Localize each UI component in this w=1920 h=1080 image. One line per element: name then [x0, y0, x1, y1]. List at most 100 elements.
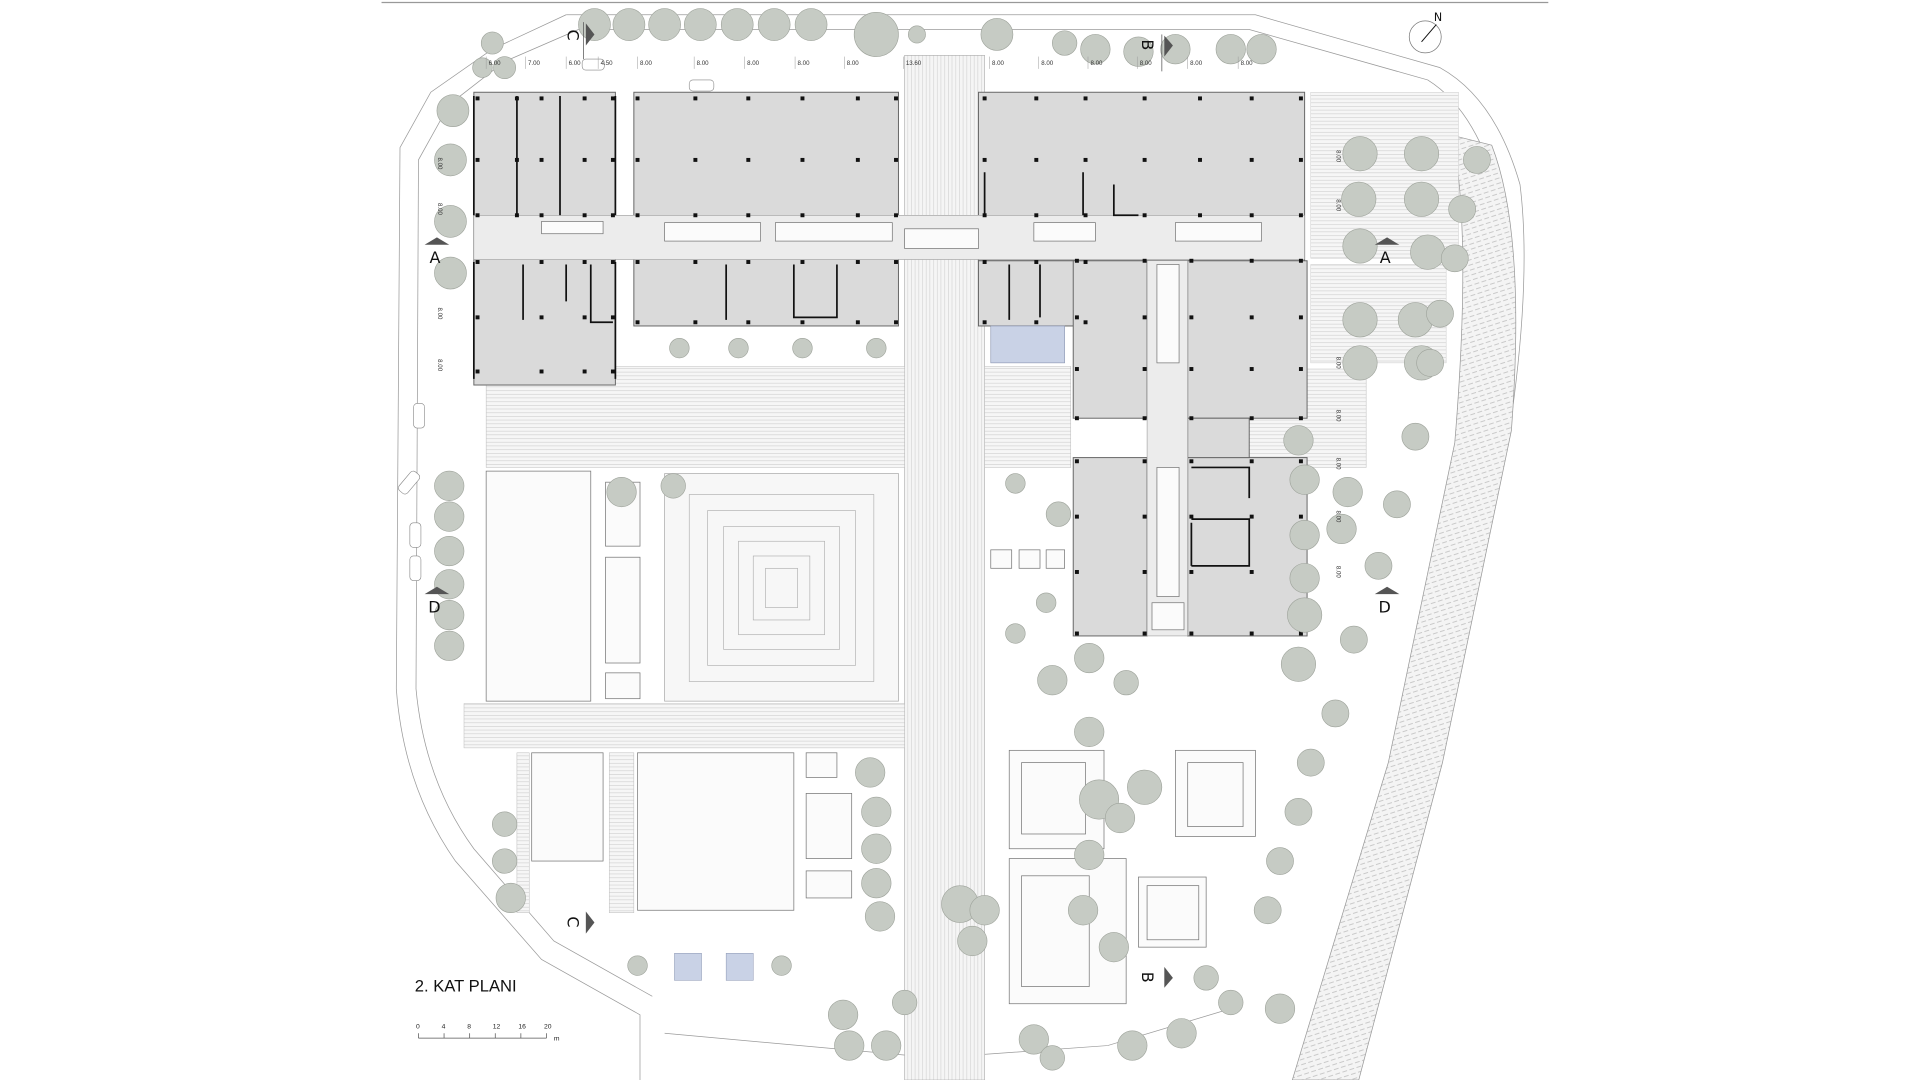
column — [1298, 213, 1303, 218]
right-dimension-labels: 8.008.008.008.008.008.008.00 — [1335, 150, 1342, 578]
tree-icon — [669, 337, 690, 359]
tree-icon — [1287, 597, 1323, 633]
column — [1189, 514, 1194, 519]
column — [982, 320, 987, 325]
column — [1074, 631, 1079, 636]
tree-icon — [612, 8, 646, 41]
column — [539, 260, 544, 264]
column — [693, 96, 698, 101]
tree-icon — [1068, 895, 1099, 926]
tree-icon — [1074, 839, 1105, 870]
column — [1298, 631, 1303, 636]
tree-icon — [1283, 425, 1314, 456]
column — [582, 96, 587, 101]
tree-icon — [1289, 520, 1320, 551]
tree-icon — [1166, 1018, 1197, 1049]
column — [1142, 570, 1147, 574]
tree-icon — [1404, 181, 1440, 217]
tree-icon — [1266, 847, 1294, 875]
column — [1189, 570, 1194, 574]
column — [1298, 367, 1303, 371]
tree-icon — [861, 796, 892, 827]
tree-icon — [660, 473, 686, 499]
column — [539, 157, 544, 162]
column — [1198, 96, 1202, 101]
tree-icon — [434, 256, 467, 290]
dimension-label: 8.00 — [1335, 458, 1342, 471]
column — [1298, 514, 1303, 519]
dimension-label: 8.00 — [1140, 60, 1153, 67]
column — [475, 157, 480, 162]
tree-icon — [728, 337, 749, 359]
tree-icon — [436, 94, 470, 128]
column — [982, 260, 987, 264]
scale-tick-label: 8 — [467, 1023, 471, 1030]
dimension-label: 8.00 — [1335, 357, 1342, 370]
column — [894, 157, 898, 162]
tree-icon — [1383, 490, 1411, 519]
column — [894, 96, 898, 101]
tree-icon — [871, 1030, 902, 1061]
tree-icon — [1284, 798, 1313, 826]
dimension-label: 4.50 — [601, 60, 614, 67]
column — [855, 260, 860, 264]
column — [610, 96, 615, 101]
dimension-label: 8.00 — [436, 203, 443, 216]
tree-icon — [1342, 345, 1378, 381]
scale-unit: m — [554, 1036, 560, 1043]
tree-icon — [853, 11, 899, 57]
tree-icon — [434, 143, 467, 177]
column — [475, 260, 480, 264]
dimension-label: 6.00 — [489, 60, 502, 67]
section-marker-a-east: A — [1374, 237, 1400, 267]
tree-icon — [908, 25, 926, 44]
tree-icon — [1098, 932, 1129, 963]
column — [610, 260, 615, 264]
column — [1142, 514, 1147, 519]
tree-icon — [1045, 501, 1072, 527]
column — [982, 96, 987, 101]
north-arrow: N — [1408, 11, 1442, 54]
tree-icon — [1296, 748, 1325, 777]
north-label: N — [1434, 11, 1442, 24]
column — [746, 213, 751, 218]
dimension-label: 13.60 — [906, 60, 922, 67]
tree-icon — [1280, 646, 1316, 682]
column — [1189, 459, 1194, 464]
column — [800, 96, 805, 101]
column — [1189, 367, 1194, 371]
tree-icon — [1404, 136, 1440, 172]
svg-text:D: D — [428, 598, 440, 617]
column — [1083, 213, 1088, 218]
dimension-label: 6.00 — [569, 60, 582, 67]
column — [1074, 459, 1079, 464]
dimension-label: 8.00 — [992, 60, 1005, 67]
tree-icon — [434, 205, 467, 238]
tree-icon — [1246, 34, 1277, 65]
column — [1142, 258, 1147, 263]
tree-icon — [771, 955, 792, 976]
tree-icon — [1253, 896, 1282, 925]
tree-icon — [866, 337, 887, 359]
left-dimension-labels: 8.008.008.008.00 — [436, 157, 443, 371]
tree-icon — [1018, 1024, 1049, 1055]
tree-icon — [493, 56, 516, 80]
column — [1083, 260, 1088, 264]
column — [1249, 96, 1254, 101]
tree-icon — [434, 470, 465, 501]
tree-icon — [1342, 228, 1378, 264]
column — [582, 315, 587, 320]
tree-icon — [861, 868, 892, 899]
tree-icon — [434, 536, 465, 567]
column — [582, 369, 587, 374]
section-marker-d-west: D — [424, 586, 450, 617]
column — [746, 260, 751, 264]
scale-tick-label: 0 — [416, 1023, 420, 1030]
tree-icon — [1264, 993, 1296, 1024]
column — [539, 213, 544, 218]
dimension-label: 8.00 — [697, 60, 710, 67]
dimension-label: 8.00 — [1335, 410, 1342, 423]
column — [1074, 416, 1079, 421]
column — [1074, 315, 1079, 320]
